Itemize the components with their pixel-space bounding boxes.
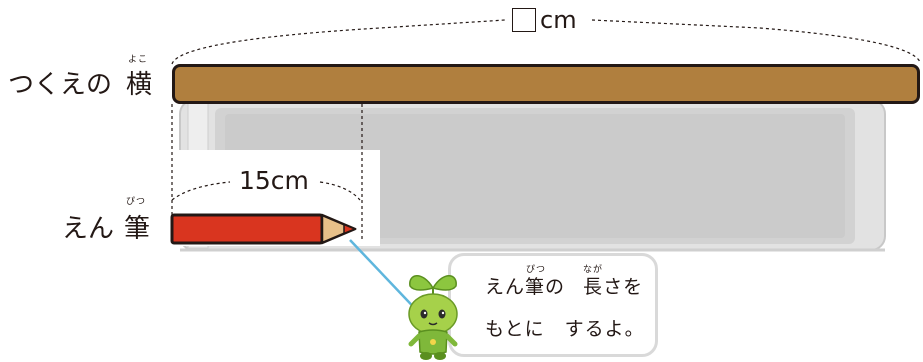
speech-bubble: えんぴつ筆のなが長さを もとに するよ。 <box>448 253 658 357</box>
sprout-character-icon <box>408 275 458 360</box>
pencil-ruby: ぴつ <box>126 197 147 207</box>
bubble-text-1b: の <box>545 276 566 298</box>
pencil-label: えん <box>62 216 114 242</box>
bubble-ruby-2: なが <box>583 265 604 275</box>
pencil-label-text: えん <box>62 214 115 244</box>
desk-kanji-with-ruby: よこ 横 <box>124 56 156 102</box>
answer-box[interactable] <box>512 8 536 32</box>
desk-dimension-arc <box>171 19 921 65</box>
bubble-text-1a: えん <box>485 276 526 298</box>
bubble-line-2: もとに するよ。 <box>485 318 645 340</box>
desk-ruby: よこ <box>128 55 149 65</box>
bubble-kanji-2: なが長 <box>583 266 604 298</box>
desk-kanji: 横 <box>126 70 153 100</box>
desk-label: つくえの <box>8 72 112 98</box>
bubble-kanji-1-text: 筆 <box>525 276 546 298</box>
pencil-kanji: 筆 <box>124 214 151 244</box>
bubble-kanji-1: ぴつ筆 <box>525 266 546 298</box>
desk-top-bar <box>172 64 920 104</box>
pencil-kanji-with-ruby: ぴつ 筆 <box>122 198 154 244</box>
pencil-length-label: 15cm <box>236 168 312 193</box>
desk-label-text: つくえの <box>8 70 113 100</box>
desk-length-indicator: cm <box>512 6 577 34</box>
pencil-drawing <box>170 213 357 245</box>
bubble-text-1c: さを <box>603 276 644 298</box>
desk-length-unit: cm <box>540 6 577 34</box>
bubble-line-1: えんぴつ筆のなが長さを <box>485 266 644 298</box>
bubble-ruby-1: ぴつ <box>526 265 547 275</box>
bubble-kanji-2-text: 長 <box>583 276 604 298</box>
